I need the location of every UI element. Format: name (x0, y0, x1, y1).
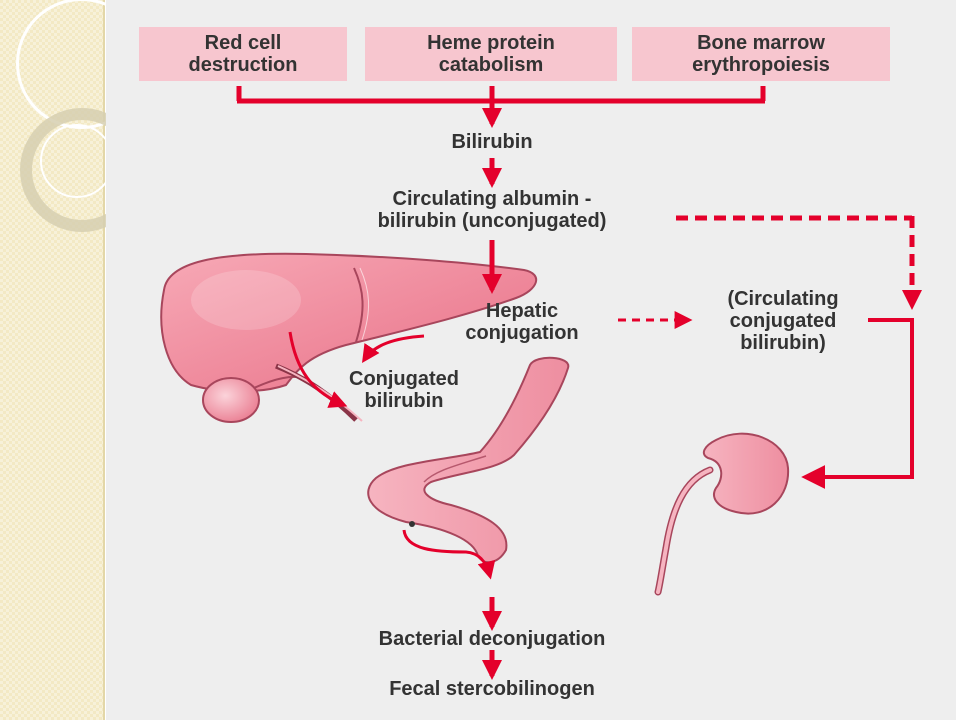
circulating-to-kidney-connector (801, 318, 914, 489)
decorative-ring (40, 124, 114, 198)
source-box-red-cell-destruction: Red cell destruction (139, 27, 347, 81)
label-fecal-stercobilinogen: Fecal stercobilinogen (389, 678, 595, 700)
source-label-bone: Bone marrow erythropoiesis (692, 32, 830, 76)
source-label-red-cell: Red cell destruction (188, 32, 298, 76)
arrow-into-intestine (288, 331, 348, 408)
source-merge-connector (236, 86, 766, 128)
bilirubin-metabolism-diagram: Red cell destruction Heme protein catabo… (106, 0, 956, 720)
label-bacterial-deconjugation: Bacterial deconjugation (378, 628, 606, 650)
label-hepatic-conjugation: Hepatic conjugation (465, 300, 579, 344)
kidney-icon (654, 432, 790, 596)
dashed-albumin-to-circulating-connector (676, 215, 922, 310)
source-label-heme: Heme protein catabolism (427, 32, 555, 76)
source-box-heme-protein-catabolism: Heme protein catabolism (365, 27, 617, 81)
intestine-icon (367, 356, 570, 564)
arrow-hepatic-to-conjugated (362, 334, 425, 363)
liver-icon (160, 252, 538, 393)
label-bilirubin: Bilirubin (451, 131, 533, 153)
source-box-bone-marrow-erythropoiesis: Bone marrow erythropoiesis (632, 27, 890, 81)
arrow-intestinal-transit (402, 529, 496, 580)
diagram-graphics (160, 86, 922, 680)
label-circulating-conjugated-bilirubin: (Circulating conjugated bilirubin) (727, 288, 839, 354)
decorative-side-panel (0, 0, 147, 720)
label-conjugated-bilirubin: Conjugated bilirubin (349, 368, 459, 412)
label-circulating-albumin-bilirubin: Circulating albumin - bilirubin (unconju… (377, 188, 607, 232)
